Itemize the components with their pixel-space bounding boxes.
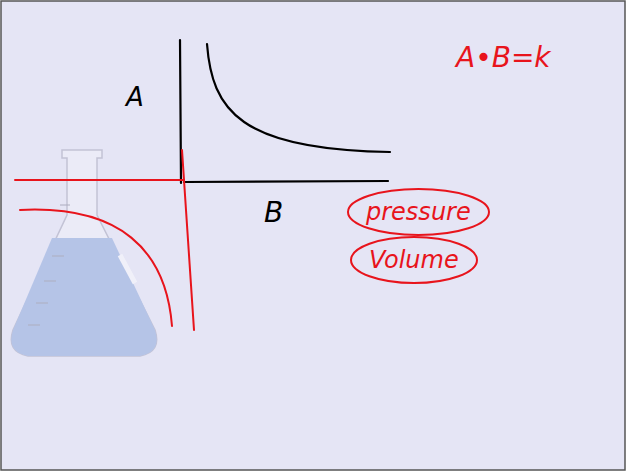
circled-word: Volume (355, 239, 473, 281)
word-text: pressure (366, 200, 471, 224)
red-sketch (15, 150, 194, 330)
circled-word: pressure (352, 191, 485, 233)
axis-label: A (126, 84, 144, 110)
word-text: Volume (369, 248, 459, 272)
axis-label: B (264, 199, 283, 227)
axes-and-curve (180, 40, 390, 183)
equation-label: A•B=k (456, 44, 551, 72)
